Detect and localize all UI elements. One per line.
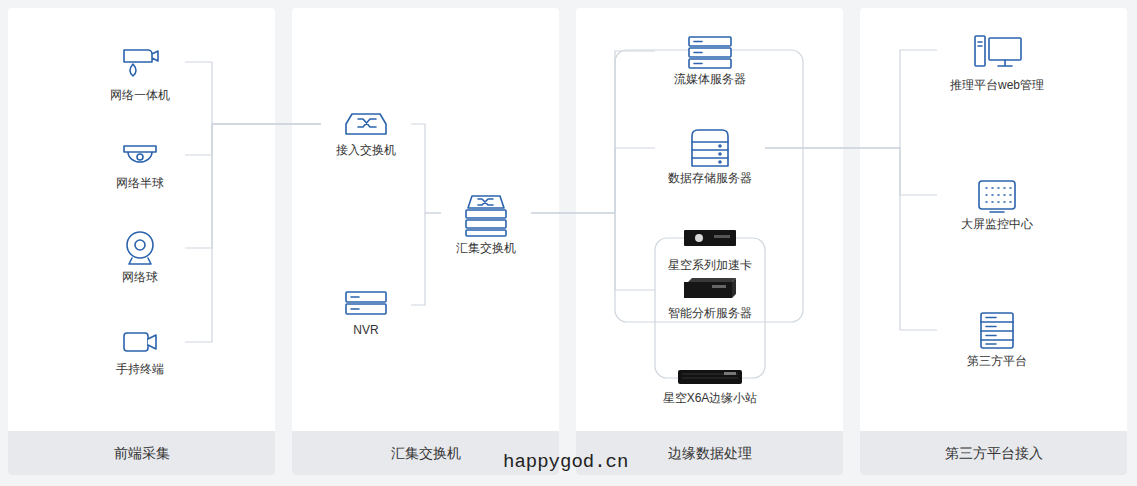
device-node: 接入交换机: [321, 106, 411, 158]
device-node: 推理平台web管理: [937, 32, 1057, 93]
device-label: 网络一体机: [75, 87, 205, 103]
device-node: 星空X6A边缘小站: [655, 360, 765, 406]
device-label: 星空X6A边缘小站: [635, 390, 785, 406]
device-node: 网络一体机: [95, 44, 185, 103]
device-node: 流媒体服务器: [655, 33, 765, 87]
device-label: 第三方平台: [917, 353, 1077, 369]
column-title: 第三方平台接入: [860, 431, 1127, 475]
watermark: happygod.cn: [503, 451, 628, 473]
device-node: 数据存储服务器: [655, 130, 765, 186]
device-label: 汇集交换机: [421, 240, 551, 256]
device-label: 星空系列加速卡: [635, 257, 785, 273]
device-label: 网络半球: [75, 175, 205, 191]
device-node: 汇集交换机: [441, 195, 531, 256]
device-label: 手持终端: [75, 361, 205, 377]
device-label: 接入交换机: [301, 142, 431, 158]
device-node: 网络球: [95, 230, 185, 285]
device-node: 手持终端: [95, 324, 185, 377]
device-node: 大屏监控中心: [937, 177, 1057, 232]
device-node: 网络半球: [95, 137, 185, 191]
device-label: 推理平台web管理: [917, 77, 1077, 93]
device-label: 数据存储服务器: [635, 170, 785, 186]
device-label: 流媒体服务器: [635, 71, 785, 87]
column-panel: 边缘数据处理流媒体服务器数据存储服务器星空系列加速卡智能分析服务器星空X6A边缘…: [576, 8, 843, 475]
column-title: 前端采集: [8, 431, 275, 475]
device-label: 大屏监控中心: [917, 216, 1077, 232]
device-label: NVR: [301, 322, 431, 338]
device-node: 星空系列加速卡: [655, 220, 765, 273]
column-panel: 前端采集 网络一体机网络半球网络球手持终端: [8, 8, 275, 475]
device-node: 智能分析服务器: [655, 272, 765, 321]
device-label: 网络球: [75, 269, 205, 285]
device-node: 第三方平台: [937, 312, 1057, 369]
device-node: NVR: [321, 287, 411, 338]
device-label: 智能分析服务器: [635, 305, 785, 321]
